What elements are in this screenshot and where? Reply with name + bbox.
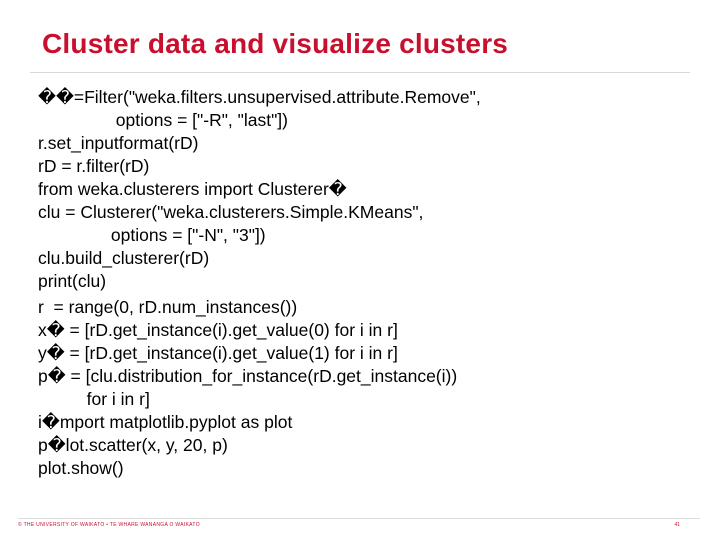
code-line: rD = r.filter(rD) <box>38 156 150 176</box>
code-line: print(clu) <box>38 271 107 291</box>
code-line: p�lot.scatter(x, y, 20, p) <box>38 435 228 455</box>
code-line: from weka.clusterers import Clusterer� <box>38 179 347 199</box>
page-number: 41 <box>674 522 680 528</box>
code-line: clu = Clusterer("weka.clusterers.Simple.… <box>38 202 424 222</box>
slide-footer: © THE UNIVERSITY OF WAIKATO • TE WHARE W… <box>18 518 708 534</box>
code-line: i�mport matplotlib.pyplot as plot <box>38 412 293 432</box>
title-divider <box>30 72 690 73</box>
code-line: y� = [rD.get_instance(i).get_value(1) fo… <box>38 343 398 363</box>
code-line: x� = [rD.get_instance(i).get_value(0) fo… <box>38 320 398 340</box>
code-line: p� = [clu.distribution_for_instance(rD.g… <box>38 366 458 386</box>
slide-title: Cluster data and visualize clusters <box>42 28 509 59</box>
code-line: for i in r] <box>38 389 150 409</box>
code-block-1: ��=Filter("weka.filters.unsupervised.att… <box>38 86 481 293</box>
code-line: clu.build_clusterer(rD) <box>38 248 210 268</box>
code-line: ��=Filter("weka.filters.unsupervised.att… <box>38 87 481 107</box>
code-line: options = ["-N", "3"]) <box>38 225 266 245</box>
footer-text: © THE UNIVERSITY OF WAIKATO • TE WHARE W… <box>18 522 200 528</box>
footer-divider <box>18 518 700 519</box>
code-line: r = range(0, rD.num_instances()) <box>38 297 298 317</box>
code-block-2: r = range(0, rD.num_instances()) x� = [rD… <box>38 296 457 480</box>
code-line: options = ["-R", "last"]) <box>38 110 288 130</box>
code-line: plot.show() <box>38 458 124 478</box>
code-line: r.set_inputformat(rD) <box>38 133 199 153</box>
